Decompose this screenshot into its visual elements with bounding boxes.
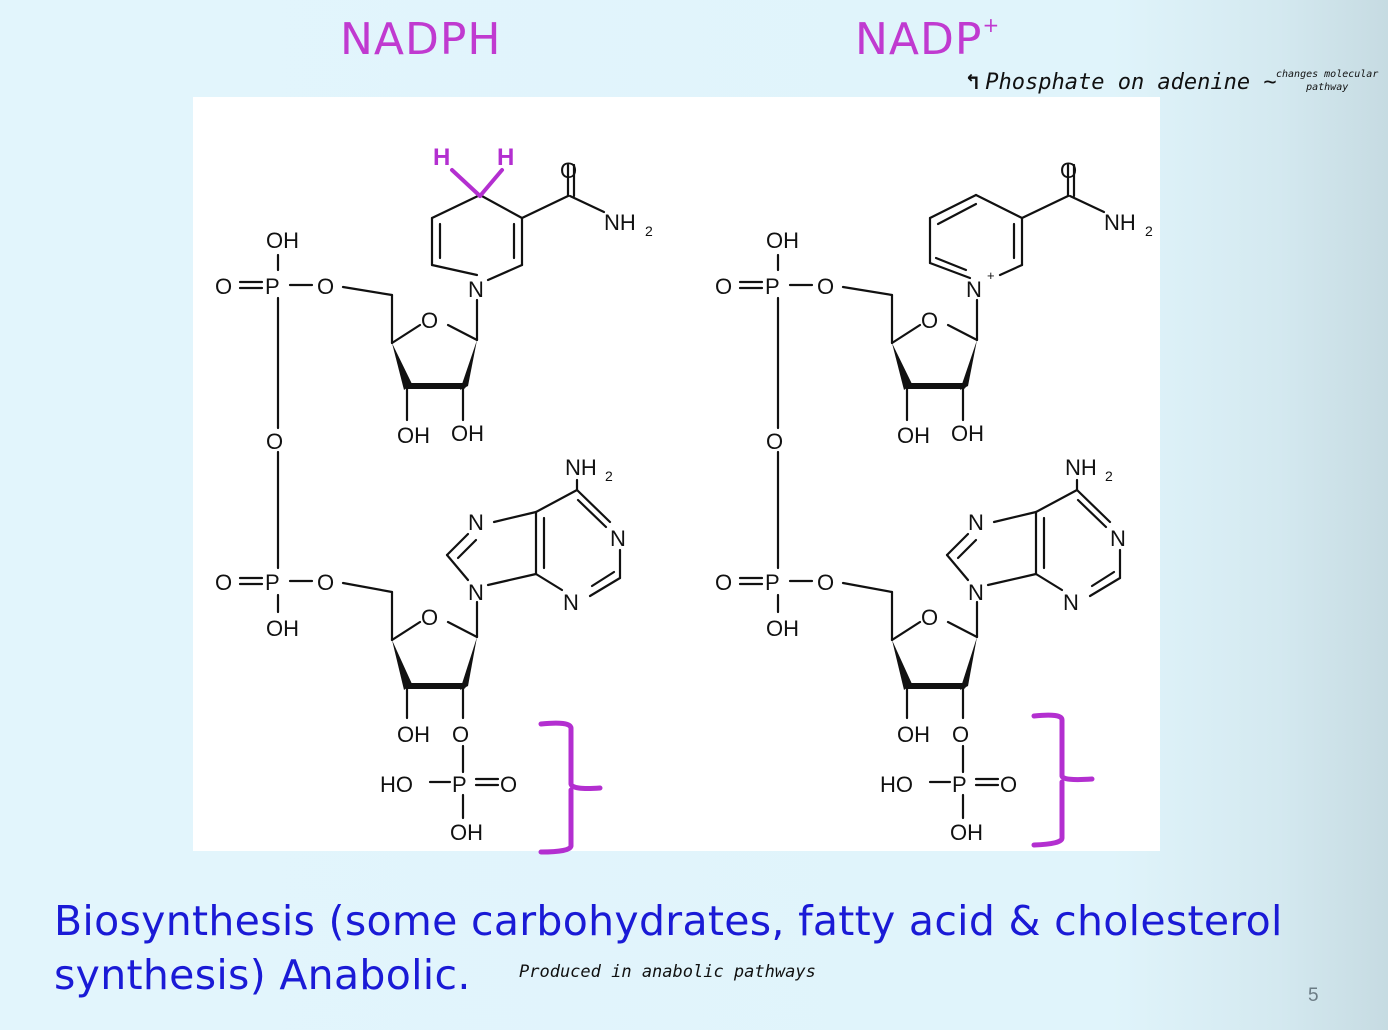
svg-text:O: O: [500, 772, 517, 797]
svg-text:HO: HO: [380, 772, 413, 797]
svg-text:N: N: [968, 580, 984, 605]
svg-text:O: O: [766, 429, 783, 454]
body-text: Biosynthesis (some carbohydrates, fatty …: [54, 897, 1283, 999]
svg-text:O: O: [817, 274, 834, 299]
svg-text:O: O: [452, 722, 469, 747]
svg-text:O: O: [215, 274, 232, 299]
svg-text:H: H: [433, 144, 450, 171]
nadph-nadp-structures: H H OH O P O O N OH OH O NH 2 O O P O OH…: [215, 144, 1153, 845]
svg-text:OH: OH: [266, 616, 299, 641]
svg-text:O: O: [921, 605, 938, 630]
svg-text:N: N: [1110, 526, 1126, 551]
svg-text:OH: OH: [397, 722, 430, 747]
svg-text:O: O: [952, 722, 969, 747]
svg-text:NH: NH: [565, 455, 597, 480]
curved-arrow-icon: ↰: [966, 70, 980, 95]
handwritten-changes-note: changes molecular pathway: [1276, 69, 1379, 93]
svg-text:2: 2: [645, 223, 653, 239]
chemical-structures-image: H H OH O P O O N OH OH O NH 2 O O P O OH…: [193, 97, 1160, 851]
handwritten-produced-note: Produced in anabolic pathways: [519, 962, 816, 982]
svg-text:N: N: [563, 590, 579, 615]
title-nadph: NADPH: [340, 14, 502, 65]
svg-text:N: N: [1063, 590, 1079, 615]
svg-text:NH: NH: [1065, 455, 1097, 480]
svg-text:OH: OH: [397, 423, 430, 448]
svg-text:O: O: [215, 570, 232, 595]
svg-text:H: H: [497, 144, 514, 171]
svg-text:OH: OH: [266, 228, 299, 253]
svg-text:P: P: [265, 274, 280, 299]
svg-text:P: P: [952, 772, 967, 797]
svg-text:N: N: [966, 277, 982, 302]
svg-text:N: N: [468, 277, 484, 302]
svg-text:NH: NH: [1104, 210, 1136, 235]
svg-text:N: N: [968, 510, 984, 535]
svg-text:P: P: [265, 570, 280, 595]
svg-text:O: O: [266, 429, 283, 454]
svg-text:O: O: [715, 570, 732, 595]
svg-text:O: O: [1060, 158, 1077, 183]
title-nadp-plus: NADP+: [855, 13, 1001, 65]
svg-text:O: O: [421, 605, 438, 630]
svg-text:OH: OH: [951, 421, 984, 446]
svg-text:+: +: [987, 268, 995, 283]
svg-text:2: 2: [1105, 468, 1113, 484]
svg-text:2: 2: [605, 468, 613, 484]
slide-number: 5: [1308, 985, 1319, 1006]
svg-text:O: O: [1000, 772, 1017, 797]
svg-text:O: O: [560, 158, 577, 183]
svg-text:OH: OH: [897, 423, 930, 448]
svg-text:P: P: [765, 274, 780, 299]
svg-text:O: O: [317, 274, 334, 299]
svg-text:2: 2: [1145, 223, 1153, 239]
svg-text:OH: OH: [897, 722, 930, 747]
svg-text:P: P: [765, 570, 780, 595]
svg-text:O: O: [921, 308, 938, 333]
svg-text:P: P: [452, 772, 467, 797]
svg-text:OH: OH: [766, 228, 799, 253]
svg-text:O: O: [317, 570, 334, 595]
svg-text:N: N: [610, 526, 626, 551]
svg-text:N: N: [468, 580, 484, 605]
svg-text:HO: HO: [880, 772, 913, 797]
handwritten-phosphate-note: ↰Phosphate on adenine ~: [966, 70, 1277, 95]
svg-text:N: N: [468, 510, 484, 535]
svg-text:OH: OH: [950, 820, 983, 845]
svg-text:O: O: [421, 308, 438, 333]
svg-text:NH: NH: [604, 210, 636, 235]
svg-text:O: O: [817, 570, 834, 595]
svg-text:OH: OH: [451, 421, 484, 446]
svg-text:O: O: [715, 274, 732, 299]
svg-text:OH: OH: [766, 616, 799, 641]
svg-text:OH: OH: [450, 820, 483, 845]
